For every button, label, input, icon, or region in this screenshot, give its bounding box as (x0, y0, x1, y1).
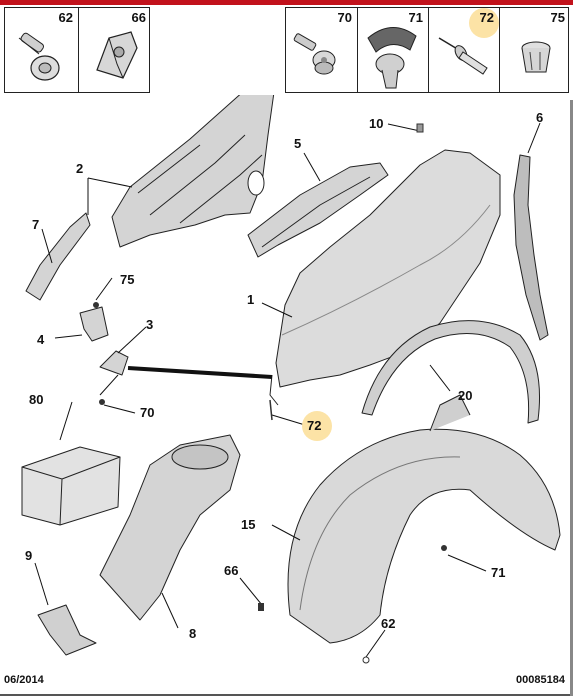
part-label-71[interactable]: 71 (491, 565, 506, 580)
part-label-72[interactable]: 72 (307, 418, 322, 433)
part-label-20[interactable]: 20 (458, 388, 473, 403)
push-clip-icon (367, 27, 417, 89)
clip-nut-icon (96, 31, 138, 79)
front-bracket (25, 212, 91, 301)
fastener-box-right: 70 71 72 75 (285, 7, 569, 93)
wheel-arch-trim (361, 320, 541, 424)
header-bar (0, 0, 573, 5)
footer-date: 06/2014 (4, 674, 44, 686)
part-label-3[interactable]: 3 (146, 317, 154, 332)
right-border (570, 100, 573, 696)
fastener-box-left: 62 66 (4, 7, 150, 93)
part-label-66[interactable]: 66 (224, 563, 239, 578)
fastener-number: 72 (479, 10, 494, 25)
part-label-80[interactable]: 80 (29, 392, 44, 407)
front-wing-panel (275, 149, 501, 388)
fastener-number: 71 (408, 10, 423, 25)
footer-reference: 00085184 (516, 674, 565, 686)
fastener-cell-72[interactable]: 72 (428, 8, 499, 92)
part-label-1[interactable]: 1 (247, 292, 255, 307)
exploded-parts-diagram (21, 95, 561, 658)
bolt-icon (293, 33, 336, 75)
rivet-icon (438, 37, 488, 75)
deflector-bracket (37, 604, 97, 656)
part-label-15[interactable]: 15 (241, 517, 256, 532)
fastener-number: 75 (550, 10, 565, 25)
highlight-marker (469, 8, 499, 38)
rivet-nut-icon (521, 41, 551, 73)
screw-icon (18, 32, 60, 81)
part-label-5[interactable]: 5 (294, 136, 302, 151)
fastener-kit-box (21, 446, 121, 526)
part-label-9[interactable]: 9 (25, 548, 33, 563)
part-label-2[interactable]: 2 (76, 161, 84, 176)
part-label-6[interactable]: 6 (536, 110, 544, 125)
part-label-4[interactable]: 4 (37, 332, 45, 347)
fastener-number: 62 (58, 10, 73, 25)
part-label-70[interactable]: 70 (140, 405, 155, 420)
part-label-10[interactable]: 10 (369, 116, 384, 131)
highlight-marker (302, 411, 332, 441)
fastener-cell-71[interactable]: 71 (357, 8, 428, 92)
fastener-cell-66[interactable]: 66 (78, 8, 151, 92)
part-label-62[interactable]: 62 (381, 616, 396, 631)
bottom-border (0, 694, 573, 696)
lower-bracket (79, 306, 109, 342)
part-label-8[interactable]: 8 (189, 626, 197, 641)
fastener-number: 66 (131, 10, 146, 25)
inner-wing-structure (111, 95, 275, 248)
fastener-cell-70[interactable]: 70 (286, 8, 357, 92)
fastener-number: 70 (337, 10, 352, 25)
rear-liner (99, 434, 241, 621)
wing-seal (513, 154, 549, 341)
fastener-cell-75[interactable]: 75 (499, 8, 570, 92)
part-label-75[interactable]: 75 (120, 272, 135, 287)
small-bracket (99, 350, 129, 376)
fastener-cell-62[interactable]: 62 (5, 8, 78, 92)
wheel-arch-liner (287, 428, 561, 644)
part-label-7[interactable]: 7 (32, 217, 40, 232)
